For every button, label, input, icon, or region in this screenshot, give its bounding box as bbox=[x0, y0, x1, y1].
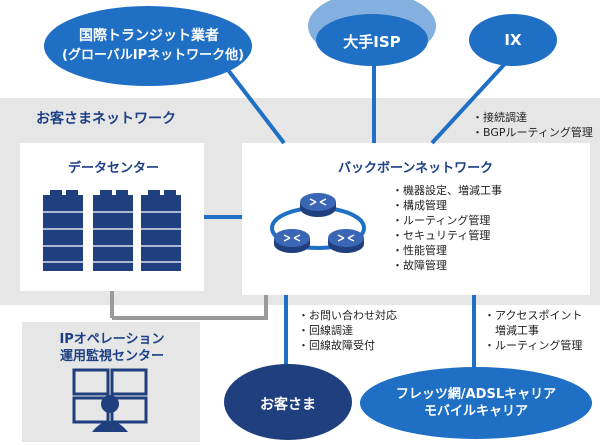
customer-note: ・お問い合わせ対応 bbox=[298, 309, 397, 322]
datacenter-label: データセンター bbox=[68, 161, 160, 176]
flets-oval bbox=[360, 367, 592, 439]
ops-center-line1: IPオペレーション bbox=[59, 332, 165, 347]
customer-label: お客さま bbox=[260, 397, 316, 413]
ix-note: ・BGPルーティング管理 bbox=[472, 126, 593, 139]
router-cluster bbox=[270, 193, 366, 253]
customer-network-title: お客さまネットワーク bbox=[36, 111, 176, 127]
major-isp-label: 大手ISP bbox=[343, 33, 401, 51]
customer-note: ・回線故障受付 bbox=[298, 339, 375, 352]
connector-isp-backbone bbox=[226, 68, 286, 145]
flets-line1: フレッツ網/ADSLキャリア bbox=[395, 387, 557, 402]
ops-center-label: IPオペレーション 運用監視センター bbox=[52, 331, 172, 365]
server-racks bbox=[43, 190, 181, 271]
backbone-note: ・性能管理 bbox=[392, 244, 447, 257]
transit-isp-line1: 国際トランジット業者 bbox=[79, 28, 219, 44]
transit-isp-label: 国際トランジット業者 (グローバルIPネットワーク他) bbox=[62, 27, 245, 65]
backbone-note: ・セキュリティ管理 bbox=[392, 229, 491, 242]
transit-isp-oval bbox=[44, 6, 252, 86]
backbone-note: ・機器設定、増減工事 bbox=[392, 184, 502, 197]
flets-line2: モバイルキャリア bbox=[423, 404, 528, 419]
backbone-note: ・ルーティング管理 bbox=[392, 214, 491, 227]
monitor-operator-icon bbox=[72, 368, 148, 432]
ix-oval bbox=[469, 14, 557, 66]
router-icon-right bbox=[328, 229, 364, 253]
ix-notes: ・接続調達 ・BGPルーティング管理 bbox=[472, 110, 593, 140]
flets-note: ・アクセスポイント bbox=[484, 309, 583, 322]
router-icon-left bbox=[274, 229, 310, 253]
customer-oval bbox=[224, 364, 352, 440]
connector-backbone-ops bbox=[112, 295, 268, 320]
flets-label: フレッツ網/ADSLキャリア モバイルキャリア bbox=[376, 386, 576, 420]
backbone-box bbox=[242, 143, 590, 295]
transit-isp-line2: (グローバルIPネットワーク他) bbox=[62, 48, 245, 63]
backbone-label: バックボーンネットワーク bbox=[338, 161, 494, 176]
backbone-notes: ・機器設定、増減工事 ・構成管理 ・ルーティング管理 ・セキュリティ管理 ・性能… bbox=[392, 183, 502, 273]
flets-notes: ・アクセスポイント 増減工事 ・ルーティング管理 bbox=[484, 308, 582, 353]
flets-note: ・ルーティング管理 bbox=[484, 339, 583, 352]
connector-ix-backbone bbox=[430, 54, 514, 145]
customer-note: ・回線調達 bbox=[298, 324, 353, 337]
ix-label: IX bbox=[504, 31, 522, 49]
ops-center-line2: 運用監視センター bbox=[59, 349, 164, 364]
ix-note: ・接続調達 bbox=[472, 111, 527, 124]
customer-notes: ・お問い合わせ対応 ・回線調達 ・回線故障受付 bbox=[298, 308, 397, 353]
backbone-note: ・構成管理 bbox=[392, 199, 447, 212]
major-isp-oval bbox=[316, 14, 428, 66]
backbone-note: ・故障管理 bbox=[392, 259, 447, 272]
flets-note: 増減工事 bbox=[484, 324, 539, 337]
router-icon-top bbox=[300, 193, 336, 217]
